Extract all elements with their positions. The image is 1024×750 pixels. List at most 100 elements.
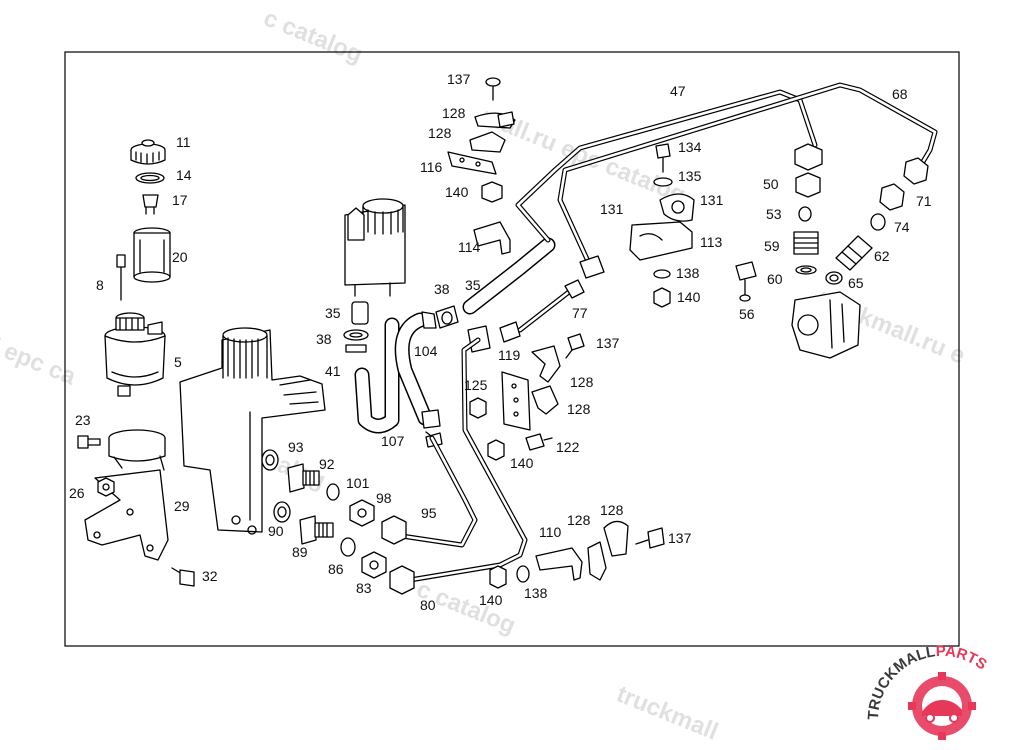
washer-65 (825, 271, 843, 285)
bolt-137-mid (565, 333, 585, 359)
callout-20: 20 (172, 249, 188, 265)
sleeve-101 (326, 483, 340, 501)
callout-128-low-a: 128 (567, 512, 591, 528)
nut-95-end (381, 515, 407, 545)
hose-104 (394, 311, 437, 426)
callout-113: 113 (700, 234, 723, 250)
callout-135: 135 (678, 168, 702, 184)
callout-86: 86 (328, 561, 344, 577)
callout-116: 116 (420, 159, 443, 175)
filter-element-20 (133, 227, 171, 283)
fitting-77 (564, 255, 605, 299)
bracket-114 (473, 221, 511, 255)
callout-89: 89 (292, 544, 308, 560)
callout-labels: 137 128 128 116 140 47 68 134 135 131 13… (69, 71, 932, 613)
washer-60 (795, 265, 817, 275)
clamp-38-right (435, 305, 459, 329)
callout-90: 90 (268, 523, 284, 539)
callout-62: 62 (874, 248, 890, 264)
callout-59: 59 (764, 238, 780, 254)
adapter-92 (287, 463, 320, 493)
callout-74: 74 (894, 219, 910, 235)
callout-138-right: 138 (676, 265, 700, 281)
steering-gear-housing (179, 327, 326, 535)
pipe-47 (515, 89, 818, 243)
callout-114: 114 (458, 239, 481, 255)
callout-128-mid-a: 128 (570, 374, 594, 390)
pipe-80 (407, 337, 528, 583)
callout-50: 50 (763, 176, 779, 192)
pipe-68 (557, 82, 938, 273)
callout-8: 8 (96, 277, 104, 293)
banjo-bolt-56 (735, 261, 757, 302)
callout-38-left: 38 (316, 331, 332, 347)
adapter-62 (835, 235, 873, 271)
callout-128-mid-b: 128 (567, 401, 591, 417)
callout-128-a: 128 (442, 105, 466, 121)
callout-80: 80 (420, 597, 436, 613)
clamp-38-left (343, 329, 369, 353)
watermark-left: l epc ca (0, 333, 80, 391)
callout-128-low-b: 128 (600, 502, 624, 518)
pipe-95 (392, 435, 478, 548)
callout-41: 41 (325, 363, 341, 379)
washer-135 (653, 177, 673, 187)
pump-reservoir (344, 198, 406, 297)
bolt-137-top (485, 77, 501, 101)
diagram-frame (64, 51, 960, 647)
bolt-137-low (635, 527, 665, 549)
callout-71: 71 (916, 193, 932, 209)
callout-137-low: 137 (668, 530, 692, 546)
hose-35 (462, 237, 556, 315)
truckmall-logo[interactable]: TRUCKMALLPARTS (865, 643, 990, 740)
bolt-23 (77, 435, 101, 449)
washer-93 (261, 449, 279, 471)
callout-35-right: 35 (465, 277, 481, 293)
washer-138-low (516, 565, 530, 583)
callout-125: 125 (464, 377, 488, 393)
callout-68: 68 (892, 86, 908, 102)
callout-107: 107 (381, 433, 405, 449)
washer-138-right (653, 269, 671, 279)
sleeve-74 (870, 213, 886, 231)
callout-138-low: 138 (524, 585, 548, 601)
nut-pipe-47-end (794, 143, 823, 171)
callout-140-top: 140 (445, 184, 469, 200)
callout-137-top: 137 (447, 71, 471, 87)
nut-80-end (389, 565, 415, 595)
bracket-113 (629, 221, 693, 261)
callout-122: 122 (556, 439, 580, 455)
reservoir-5 (104, 312, 166, 397)
hose-41 (354, 317, 400, 434)
nut-26 (97, 477, 115, 497)
adapter-59 (793, 231, 819, 255)
nut-71 (879, 183, 905, 211)
callout-35-left: 35 (325, 305, 341, 321)
callout-32: 32 (202, 568, 218, 584)
logo-brand-accent: PARTS (936, 643, 990, 674)
callout-23: 23 (75, 412, 91, 428)
nut-83 (361, 551, 387, 579)
callout-14: 14 (176, 167, 192, 183)
callout-104: 104 (414, 343, 438, 359)
callout-101: 101 (346, 475, 370, 491)
bolt-32 (171, 567, 195, 587)
bolt-122 (525, 433, 553, 451)
callout-95: 95 (421, 505, 437, 521)
clip-128-top (474, 111, 516, 129)
nut-125 (469, 397, 487, 419)
callout-65: 65 (848, 275, 864, 291)
callout-128-b: 128 (428, 125, 452, 141)
spring-clip-17 (142, 194, 159, 215)
clip-128-low (587, 541, 607, 581)
clip-128-mid-2 (531, 385, 559, 415)
gear-car-icon (908, 672, 976, 740)
callout-17: 17 (172, 192, 188, 208)
callout-60: 60 (767, 271, 783, 287)
power-steering-pump (791, 291, 861, 359)
adapter-89 (299, 515, 334, 545)
callout-38-right: 38 (434, 281, 450, 297)
callout-134: 134 (678, 139, 702, 155)
nut-pipe-68-end (903, 157, 929, 185)
